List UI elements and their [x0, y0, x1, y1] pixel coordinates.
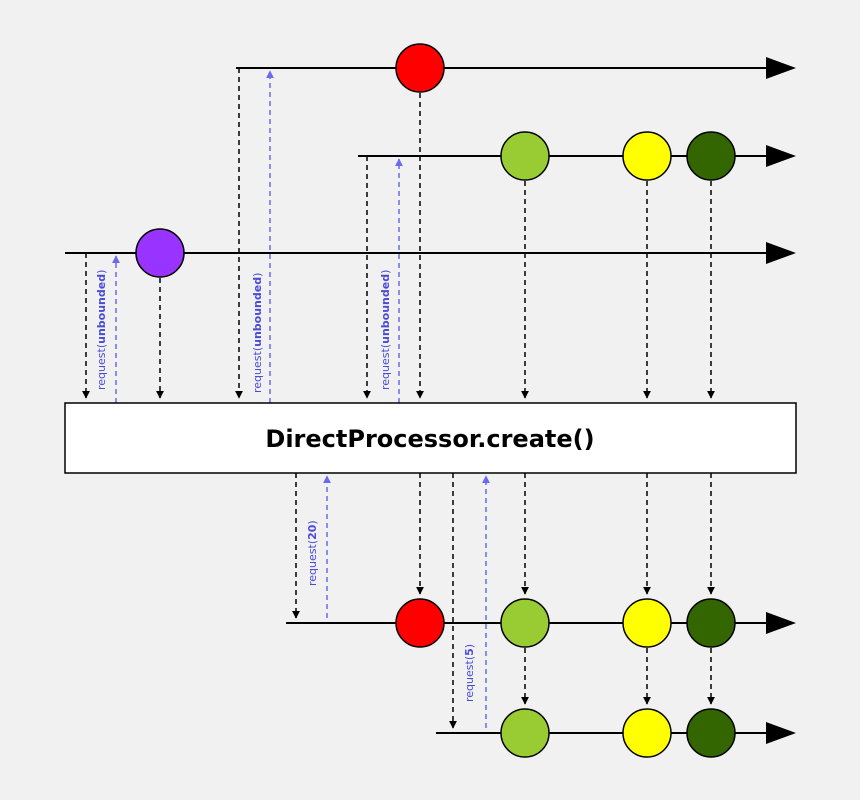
- timeline-arrowhead: [766, 722, 796, 744]
- marble-dark-green: [686, 708, 736, 758]
- subscriber-timeline-2: [436, 722, 796, 744]
- marble-red: [395, 598, 445, 648]
- timeline-arrowhead: [766, 612, 796, 634]
- marble-dark-green: [686, 598, 736, 648]
- request-label: request(unbounded): [95, 270, 108, 390]
- marble-red: [395, 43, 445, 93]
- timeline-arrowhead: [766, 145, 796, 167]
- marble-light-green: [500, 598, 550, 648]
- timeline-arrowhead: [766, 242, 796, 264]
- marble-light-green: [500, 131, 550, 181]
- marble-light-green: [500, 708, 550, 758]
- timeline-arrowhead: [766, 57, 796, 79]
- marble-yellow: [622, 598, 672, 648]
- operator-box: DirectProcessor.create(): [64, 402, 797, 474]
- marble-yellow: [622, 131, 672, 181]
- marble-dark-green: [686, 131, 736, 181]
- source-timeline-2: [236, 57, 796, 79]
- request-label: request(unbounded): [251, 273, 264, 393]
- request-label: request(5): [463, 644, 476, 702]
- request-label: request(20): [306, 520, 319, 586]
- marble-purple: [135, 228, 185, 278]
- request-label: request(unbounded): [379, 270, 392, 390]
- operator-label: DirectProcessor.create(): [265, 425, 594, 453]
- marble-yellow: [622, 708, 672, 758]
